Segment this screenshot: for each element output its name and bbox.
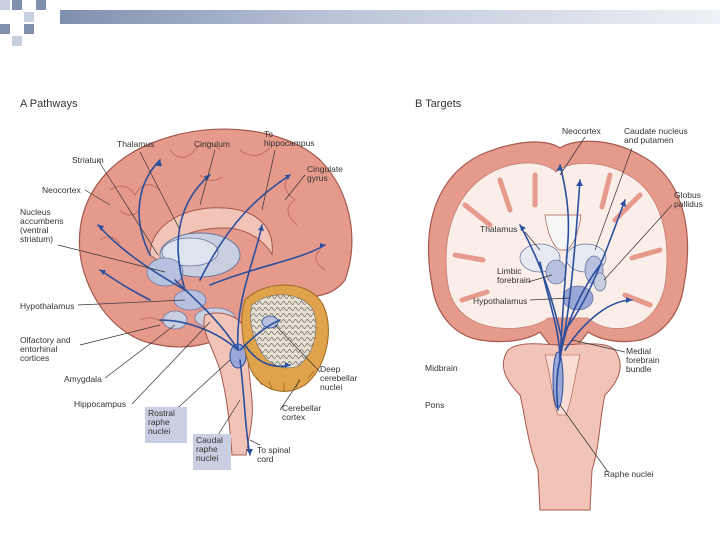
- coronal-brain-drawing: [428, 136, 689, 511]
- label-neocortex: Neocortex: [42, 185, 81, 195]
- label-b-limbic-forebrain: Limbic forebrain: [497, 266, 531, 285]
- hypothalamus-structure: [173, 289, 207, 311]
- label-cerebellar-cortex: Cerebellar cortex: [282, 403, 322, 422]
- corner-squares-decoration: [0, 0, 46, 46]
- label-nucleus-accumbens: Nucleus accumbens (ventral striatum): [20, 207, 64, 244]
- raphe-nuclei-structure: [552, 351, 564, 409]
- limbic-structure: [545, 259, 567, 285]
- label-b-raphe-nuclei: Raphe nuclei: [604, 469, 654, 479]
- panel-b-title: B Targets: [415, 98, 462, 110]
- pathways-b: [519, 164, 633, 411]
- label-striatum: Striatum: [72, 155, 104, 165]
- title-bar-gradient: [60, 10, 720, 24]
- label-to-spinal-cord: To spinal cord: [257, 445, 291, 464]
- deep-cerebellar-structure: [261, 315, 279, 329]
- label-hypothalamus: Hypothalamus: [20, 301, 75, 311]
- label-olfactory: Olfactory and entorhinal cortices: [20, 335, 71, 363]
- label-b-midbrain: Midbrain: [425, 363, 458, 373]
- slide-decoration: [0, 0, 70, 55]
- label-b-hypothalamus: Hypothalamus: [473, 296, 528, 306]
- sagittal-brain-drawing: [57, 128, 353, 456]
- label-b-caudate: Caudate nucleus and putamen: [624, 126, 688, 145]
- label-b-pons: Pons: [425, 400, 445, 410]
- label-deep-cerebellar: Deep cerebellar nuclei: [320, 364, 358, 392]
- label-hippocampus: Hippocampus: [74, 399, 126, 409]
- label-b-medial-forebrain-bundle: Medial forebrain bundle: [626, 346, 660, 374]
- label-b-globus-pallidus: Globus pallidus: [674, 190, 703, 209]
- label-b-thalamus: Thalamus: [480, 224, 518, 234]
- label-rostral-raphe: Rostral raphe nuclei: [145, 407, 187, 443]
- label-b-neocortex: Neocortex: [562, 126, 601, 136]
- globus-pallidus-structure: [593, 272, 607, 292]
- label-cingulate-gyrus: Cingulate gyrus: [307, 164, 343, 183]
- label-thalamus: Thalamus: [117, 139, 155, 149]
- label-to-hippocampus: To hippocampus: [264, 129, 315, 148]
- label-cingulum: Cingulum: [194, 139, 230, 149]
- panel-a-title: A Pathways: [20, 98, 78, 110]
- label-caudal-raphe: Caudal raphe nuclei: [193, 434, 231, 470]
- label-amygdala: Amygdala: [64, 374, 102, 384]
